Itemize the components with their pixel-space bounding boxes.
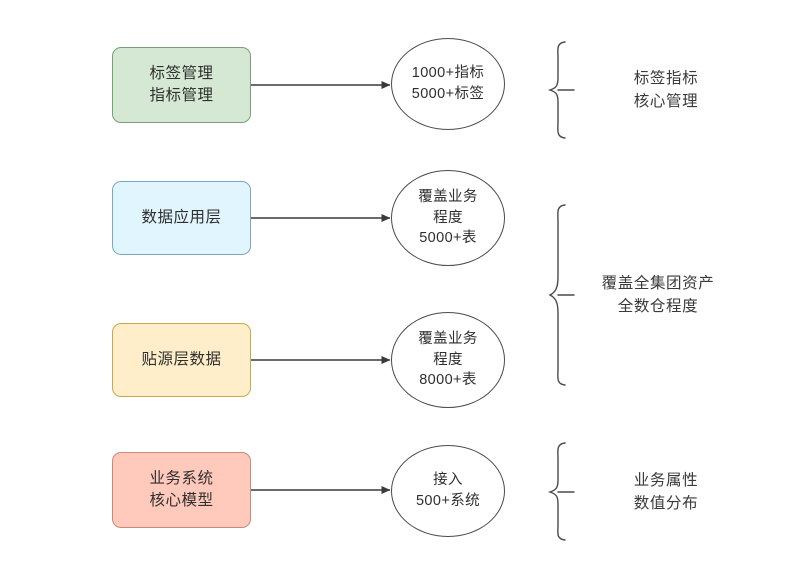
node-line: 1000+指标 <box>411 65 485 82</box>
source-layer-data[interactable]: 贴源层数据 <box>112 323 251 397</box>
node-line: 5000+标签 <box>411 86 485 102</box>
coverage-8000-tables[interactable]: 覆盖业务 程度 8000+表 <box>391 312 505 408</box>
label-metric-management[interactable]: 标签管理 指标管理 <box>112 47 251 123</box>
node-line: 8000+表 <box>419 372 477 389</box>
node-line: 5000+表 <box>419 230 477 247</box>
business-system-core-model[interactable]: 业务系统 核心模型 <box>112 452 251 528</box>
node-line: 标签管理 <box>149 64 214 82</box>
brace-business-attributes <box>547 442 566 541</box>
summary-label-metric-core: 标签指标 核心管理 <box>604 67 728 114</box>
node-line: 数据应用层 <box>141 208 222 226</box>
summary-business-attributes: 业务属性 数值分布 <box>604 469 728 516</box>
brace-label-metric-core <box>547 41 566 139</box>
summary-group-asset-coverage: 覆盖全集团资产 全数仓程度 <box>580 272 736 319</box>
summary-line: 标签指标 <box>633 70 699 87</box>
data-application-layer[interactable]: 数据应用层 <box>112 181 251 255</box>
node-line: 接入 <box>433 472 463 489</box>
node-line: 贴源层数据 <box>141 350 222 368</box>
brace-group-asset-coverage <box>548 204 566 386</box>
node-line: 核心模型 <box>149 492 214 509</box>
coverage-5000-tables[interactable]: 覆盖业务 程度 5000+表 <box>391 170 505 266</box>
node-line: 覆盖业务 <box>418 331 478 348</box>
summary-line: 全数仓程度 <box>617 298 699 316</box>
node-line: 程度 <box>433 351 463 368</box>
summary-line: 核心管理 <box>633 93 699 111</box>
summary-line: 数值分布 <box>633 495 699 513</box>
metric-count[interactable]: 1000+指标 5000+标签 <box>391 38 505 130</box>
connected-500-systems[interactable]: 接入 500+系统 <box>391 445 505 537</box>
node-line: 500+系统 <box>415 493 481 509</box>
node-line: 指标管理 <box>149 87 214 104</box>
node-line: 业务系统 <box>149 469 214 487</box>
summary-line: 覆盖全集团资产 <box>601 275 715 292</box>
node-line: 覆盖业务 <box>418 189 478 206</box>
node-line: 程度 <box>433 209 463 226</box>
summary-line: 业务属性 <box>633 472 699 489</box>
